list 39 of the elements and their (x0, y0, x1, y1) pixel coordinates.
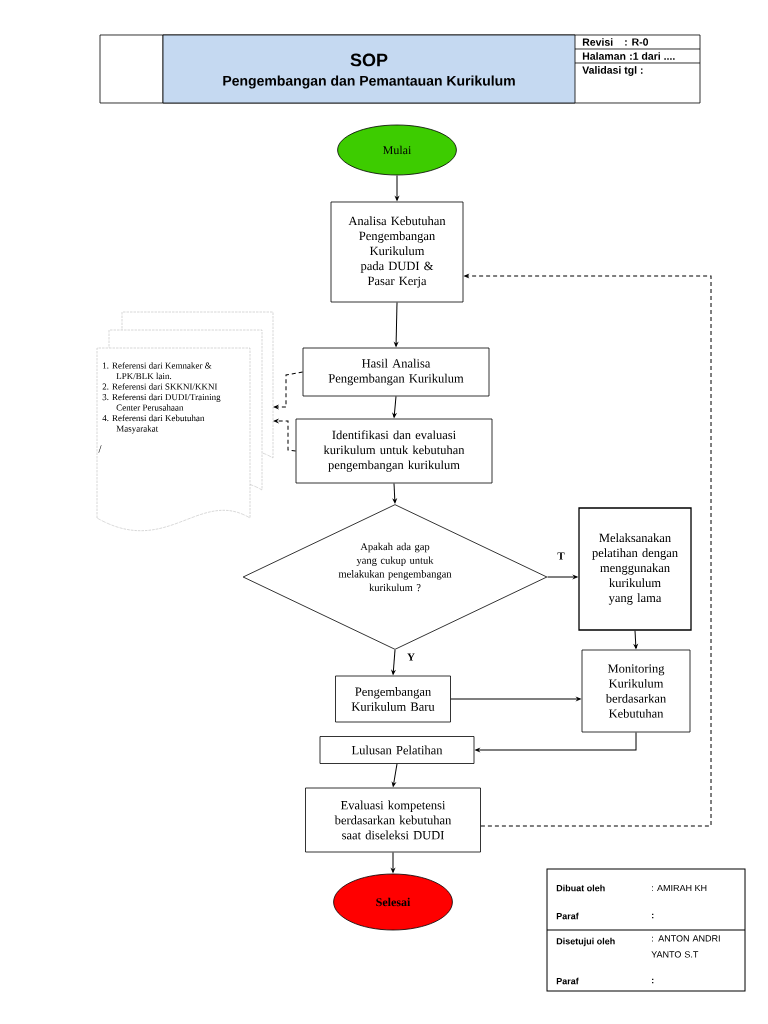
header-text: :1 dari .... (630, 52, 675, 60)
arrow (546, 575, 578, 579)
arrow (464, 274, 712, 827)
arrow (392, 395, 397, 418)
process-box: Lulusan Pelatihan (319, 736, 475, 764)
arrow (392, 482, 397, 504)
table-text: : (652, 978, 654, 984)
table-text: : (652, 913, 654, 919)
header-text: Validasi tgl : (582, 66, 643, 76)
arrow (633, 630, 638, 649)
process-box: Analisa Kebutuhan Pengembangan Kurikulum pada DUDI & Pasar Kerja (330, 201, 464, 303)
table-text: : ANTON ANDRI YANTO S.T (651, 935, 720, 958)
header-text: Halaman (582, 52, 626, 60)
process-box: Evaluasi kompetensi berdasarkan kebutuhan saat diseleksi DUDI (305, 787, 481, 853)
arrow (273, 371, 304, 409)
process-box: Monitoring Kurikulum berdasarkan Kebutuhan (581, 649, 691, 733)
arrow (475, 731, 637, 752)
arrow (450, 697, 581, 701)
header-text: Revisi (582, 38, 613, 46)
arrow (391, 763, 398, 787)
table-text: Disetujui oleh (556, 937, 615, 947)
table-text: : AMIRAH KH (652, 884, 707, 892)
arrow (394, 301, 398, 347)
process-box: Pengembangan Kurikulum Baru (335, 675, 451, 723)
edge-label: T (556, 551, 566, 561)
process-box: Identifikasi dan evaluasi kurikulum untuk kebutuhan pengembangan kurikulum (295, 418, 493, 484)
header-text: : R-0 (625, 38, 649, 46)
process-box: Hasil Analisa Pengembangan Kurikulum (302, 347, 490, 397)
table-text: Paraf (556, 912, 579, 920)
process-box: Melaksanakan pelatihan dengan menggunakan kurikulum yang lama (578, 507, 692, 631)
title-cell: SOP Pengembangan dan Pemantauan Kurikulum (162, 34, 576, 104)
arrow (395, 174, 399, 201)
document-stack: 1. Referensi dari Kemnaker & LPK/BLK lain. 2. Referensi dari SKKNI/KKNI 3. Referensi dari DUDI/Training Center Perusahaan 4. Referensi dari Kebutuhan Masyarakat / (96, 311, 274, 531)
table-text: Dibuat oleh (556, 884, 605, 892)
table-text: Paraf (556, 977, 579, 985)
arrow (391, 851, 395, 873)
arrow (273, 419, 297, 452)
arrow (391, 649, 396, 675)
edge-label: Y (406, 652, 416, 662)
